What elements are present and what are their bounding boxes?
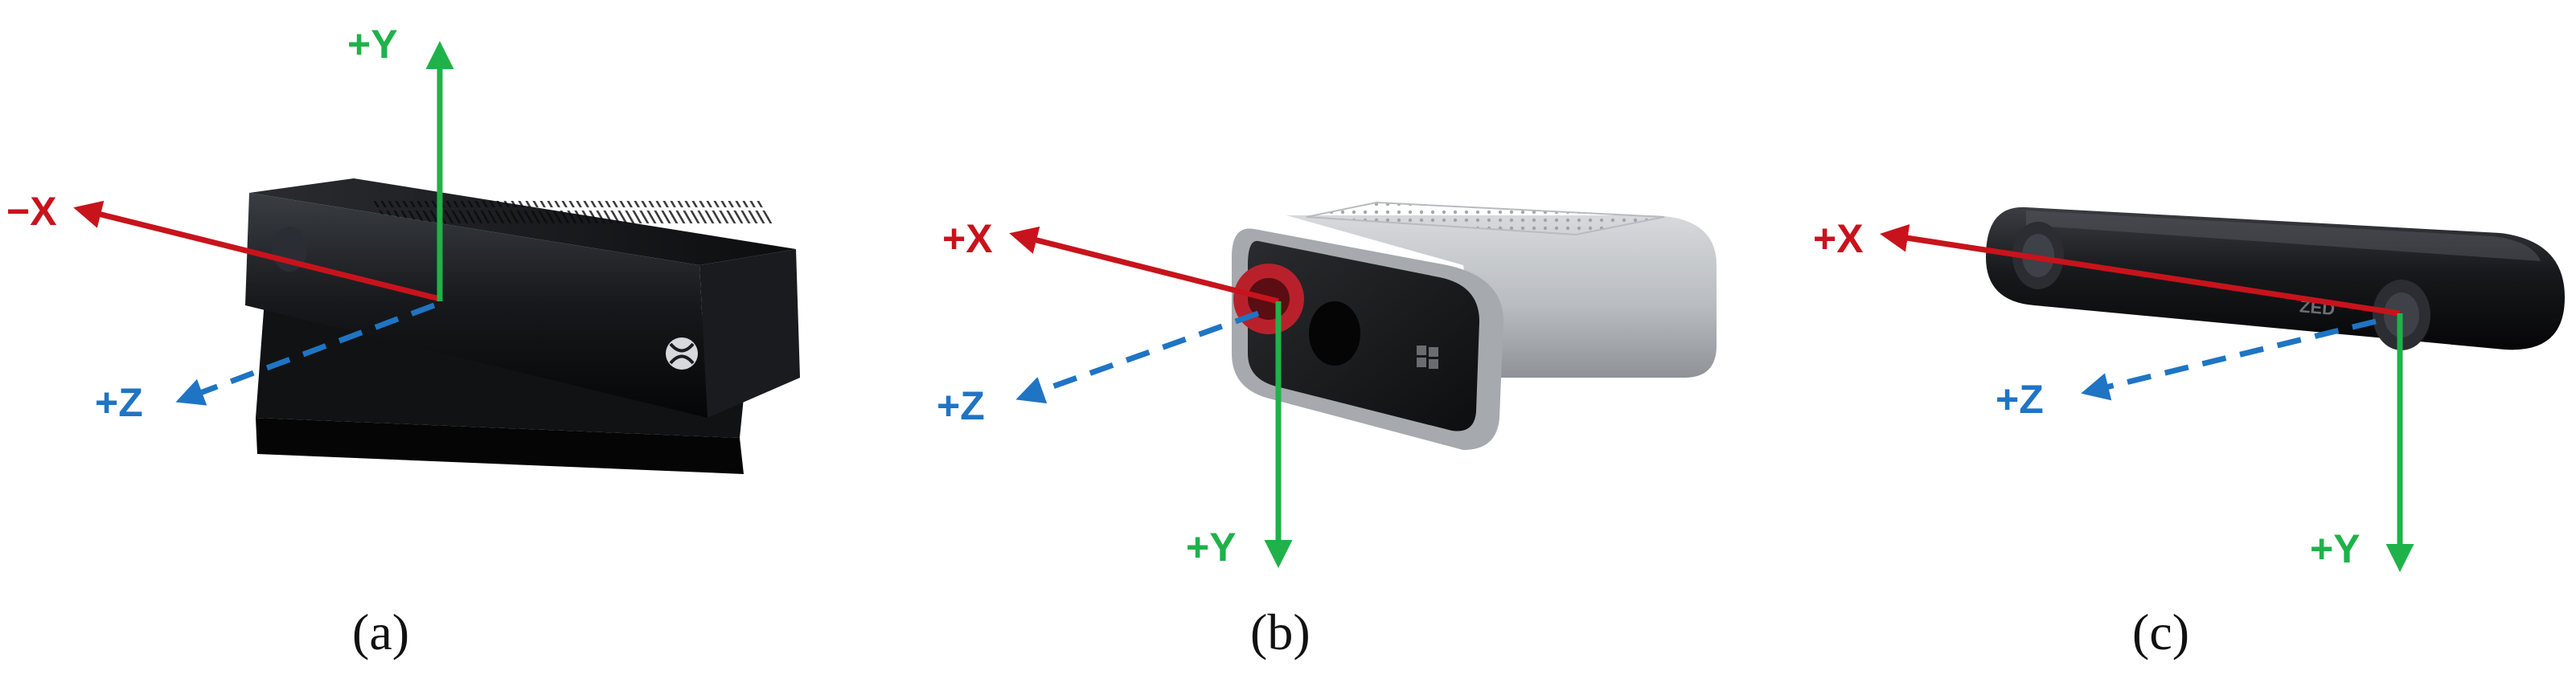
- panel-caption-a: (a): [352, 603, 409, 660]
- z-axis-label: +Z: [1996, 377, 2044, 422]
- panel-caption-c: (c): [2132, 603, 2189, 660]
- z-axis-arrow: [2081, 318, 2377, 401]
- z-axis-label: +Z: [937, 383, 985, 428]
- y-axis-label: +Y: [1186, 525, 1237, 570]
- x-axis-arrow: [73, 200, 441, 302]
- z-axis-arrow: [175, 302, 436, 406]
- panel-a: −X +Y +Z (a): [6, 22, 800, 660]
- x-axis-arrow: [1880, 223, 2401, 317]
- x-axis-label: −X: [6, 189, 57, 234]
- y-axis-label: +Y: [347, 22, 398, 67]
- rgb-lens-icon: [1309, 301, 1360, 366]
- panel-b: +X +Y +Z (b): [937, 201, 1717, 660]
- z-axis-label: +Z: [95, 380, 143, 425]
- panel-caption-b: (b): [1250, 603, 1311, 660]
- zed-camera-device: ZED: [1986, 207, 2565, 350]
- axes-b: +X +Y +Z: [937, 216, 1293, 570]
- xbox-logo-icon: [666, 337, 698, 370]
- windows-logo-icon: [1417, 346, 1438, 369]
- x-axis-arrow: [1009, 226, 1279, 305]
- azure-kinect-device: [1232, 201, 1717, 450]
- panel-c: ZED +X +Y +Z (c): [1813, 207, 2565, 660]
- x-axis-label: +X: [1813, 216, 1864, 261]
- y-axis-label: +Y: [2310, 526, 2361, 571]
- z-axis-arrow: [1015, 310, 1260, 404]
- x-axis-label: +X: [942, 216, 993, 261]
- kinect-v2-device: [245, 178, 800, 474]
- axes-c: +X +Y +Z: [1813, 216, 2414, 572]
- axes-a: −X +Y +Z: [6, 22, 454, 425]
